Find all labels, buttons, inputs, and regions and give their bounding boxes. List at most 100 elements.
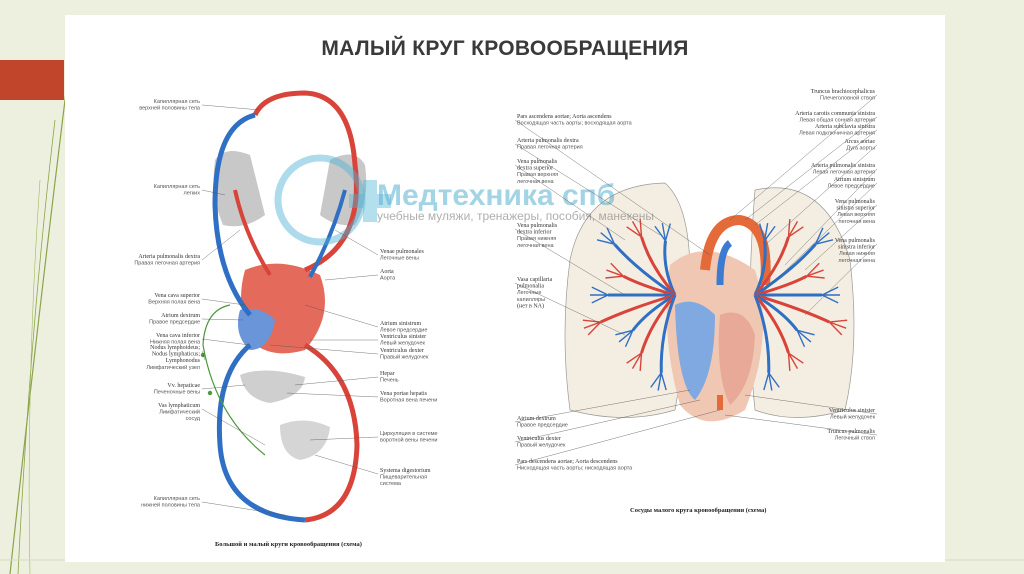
label-line: Правое предсердие: [517, 423, 568, 429]
label-line: Капиллярная сеть: [154, 99, 201, 105]
label-line: Легочные: [517, 290, 541, 296]
circulation-diagram: Медтехника спб учебные муляжи, тренажеры…: [65, 15, 945, 562]
label-line: Atrium sinistrum: [380, 321, 422, 327]
label-line: Vena cava inferior: [156, 332, 200, 339]
label-line: Правая верхняя: [517, 172, 558, 178]
label-group: Vena portae hepatisВоротная вена печени: [287, 391, 437, 404]
label-line: sinistra inferior: [838, 244, 875, 251]
label-line: Правое предсердие: [149, 320, 200, 326]
label-line: Восходящая часть аорты; восходящая аорта: [517, 121, 633, 127]
label-line: Нисходящая часть аорты; нисходящая аорта: [517, 466, 633, 472]
label-group: Циркуляция в системеворотной вены печени: [310, 431, 438, 444]
label-group: Vena cava inferiorНижняя полая вена: [150, 332, 250, 346]
label-line: Ventriculus sinister: [829, 408, 875, 414]
label-line: Aorta: [380, 269, 394, 275]
label-line: Atrium dextrum: [161, 313, 200, 319]
label-line: Левое предсердие: [380, 328, 427, 334]
label-line: Pars descendens aortae; Aorta descendens: [517, 459, 618, 465]
label-line: Vena pulmonalis: [517, 223, 558, 229]
label-line: Легочные вены: [380, 256, 419, 262]
label-line: Левое предсердие: [828, 184, 875, 190]
label-line: сосуд: [186, 416, 201, 422]
leader-line: [202, 409, 265, 445]
label-line: Truncus brachiocephalicus: [811, 89, 876, 95]
label-line: Правая легочная артерия: [517, 145, 583, 151]
label-line: Капиллярная сеть: [154, 496, 201, 502]
label-line: (нет в NA): [517, 302, 544, 309]
label-line: легочная вена: [517, 243, 555, 249]
label-line: Arteria pulmonalis dextra: [517, 138, 579, 144]
accent-bar: [0, 60, 64, 100]
left-circulation-scheme: [201, 93, 366, 520]
label-line: Легочный ствол: [835, 435, 875, 442]
label-line: нижней половины тела: [141, 502, 201, 509]
label-line: Верхняя полая вена: [148, 300, 201, 306]
label-line: Ventriculus dexter: [380, 348, 424, 354]
label-line: Pars ascendens aortae; Aorta ascendens: [517, 114, 612, 120]
label-line: Vv. hepaticae: [167, 383, 200, 389]
label-line: Левая верхняя: [837, 212, 875, 218]
label-line: Vena pulmonalis: [517, 159, 558, 165]
label-line: dextra superior: [517, 166, 553, 172]
leader-line: [202, 105, 260, 110]
watermark-brand: Медтехника спб: [377, 179, 615, 212]
leader-line: [202, 319, 243, 320]
label-group: HeparПечень: [295, 371, 399, 385]
label-line: Arteria pulmonalis sinistra: [811, 163, 875, 169]
label-line: Левая легочная артерия: [813, 170, 875, 176]
label-line: Arcus aortae: [845, 139, 876, 145]
label-line: Ventriculus sinister: [380, 334, 426, 340]
label-line: Nodus lymphoideus;: [150, 345, 200, 351]
label-line: Капиллярная сеть: [154, 184, 201, 190]
label-line: sinistra superior: [837, 206, 876, 212]
left-caption: Большой и малый круги кровообращения (сх…: [215, 541, 362, 548]
label-group: Ventriculus sinisterЛевый желудочек: [310, 334, 426, 347]
label-line: Vena cava superior: [154, 293, 200, 299]
label-line: Ventriculus dexter: [517, 436, 561, 442]
label-line: Systema digestorium: [380, 468, 431, 474]
label-line: Циркуляция в системе: [380, 431, 438, 437]
label-line: Воротная вена печени: [380, 398, 437, 404]
lymph-node: [208, 391, 212, 395]
gut-shape: [280, 420, 330, 460]
label-line: капилляры: [517, 297, 545, 303]
label-line: Vasa capillaria: [517, 277, 552, 283]
label-line: Venae pulmonales: [380, 249, 424, 255]
label-line: Аорта: [380, 276, 396, 282]
label-line: Arteria subclavia sinistra: [815, 124, 875, 130]
label-line: pulmonalia: [517, 284, 544, 290]
label-line: Vena pulmonalis: [835, 199, 876, 205]
label-line: Левая общая сонная артерия: [799, 118, 875, 124]
label-group: Nodus lymphoideus;Nodus lymphaticus;Lymp…: [146, 345, 205, 371]
label-group: Vena cava superiorВерхняя полая вена: [148, 293, 245, 306]
label-line: Правый желудочек: [517, 442, 566, 449]
label-line: Vas lymphaticum: [158, 403, 200, 409]
leader-line: [315, 455, 378, 474]
label-line: Левая подключичная артерия: [799, 131, 875, 137]
label-line: dextra inferior: [517, 229, 551, 236]
leader-line: [325, 275, 378, 280]
label-line: Пищеварительная: [380, 475, 427, 481]
label-group: Vas lymphaticumЛимфатическийсосуд: [158, 403, 265, 445]
label-line: Правая легочная артерия: [134, 261, 200, 267]
label-line: Левая нижняя: [839, 251, 875, 257]
label-group: Systema digestoriumПищеварительнаясистем…: [315, 455, 431, 487]
label-group: Капиллярная сетьверхней половины тела: [139, 99, 260, 112]
label-line: Левый желудочек: [830, 414, 876, 421]
label-line: Vena portae hepatis: [380, 391, 428, 397]
label-line: легочная вена: [838, 219, 876, 225]
label-group: AortaАорта: [325, 269, 396, 282]
label-line: Печень: [380, 378, 399, 384]
label-line: Плечеголовной ствол: [820, 95, 875, 102]
label-line: Правый желудочек: [380, 354, 429, 361]
label-line: воротной вены печени: [380, 437, 437, 444]
label-line: Vena pulmonalis: [835, 238, 876, 244]
right-caption: Сосуды малого круга кровообращения (схем…: [630, 507, 766, 514]
label-line: Лимфатический: [159, 409, 200, 416]
label-line: легких: [183, 191, 200, 197]
label-line: Atrium dextrum: [517, 416, 556, 422]
watermark-tagline: учебные муляжи, тренажеры, пособия, мане…: [377, 209, 654, 223]
label-line: Arteria carotis communis sinistra: [795, 111, 875, 117]
label-group: Vv. hepaticaeПеченочные вены: [154, 383, 245, 396]
leader-line: [287, 393, 378, 397]
